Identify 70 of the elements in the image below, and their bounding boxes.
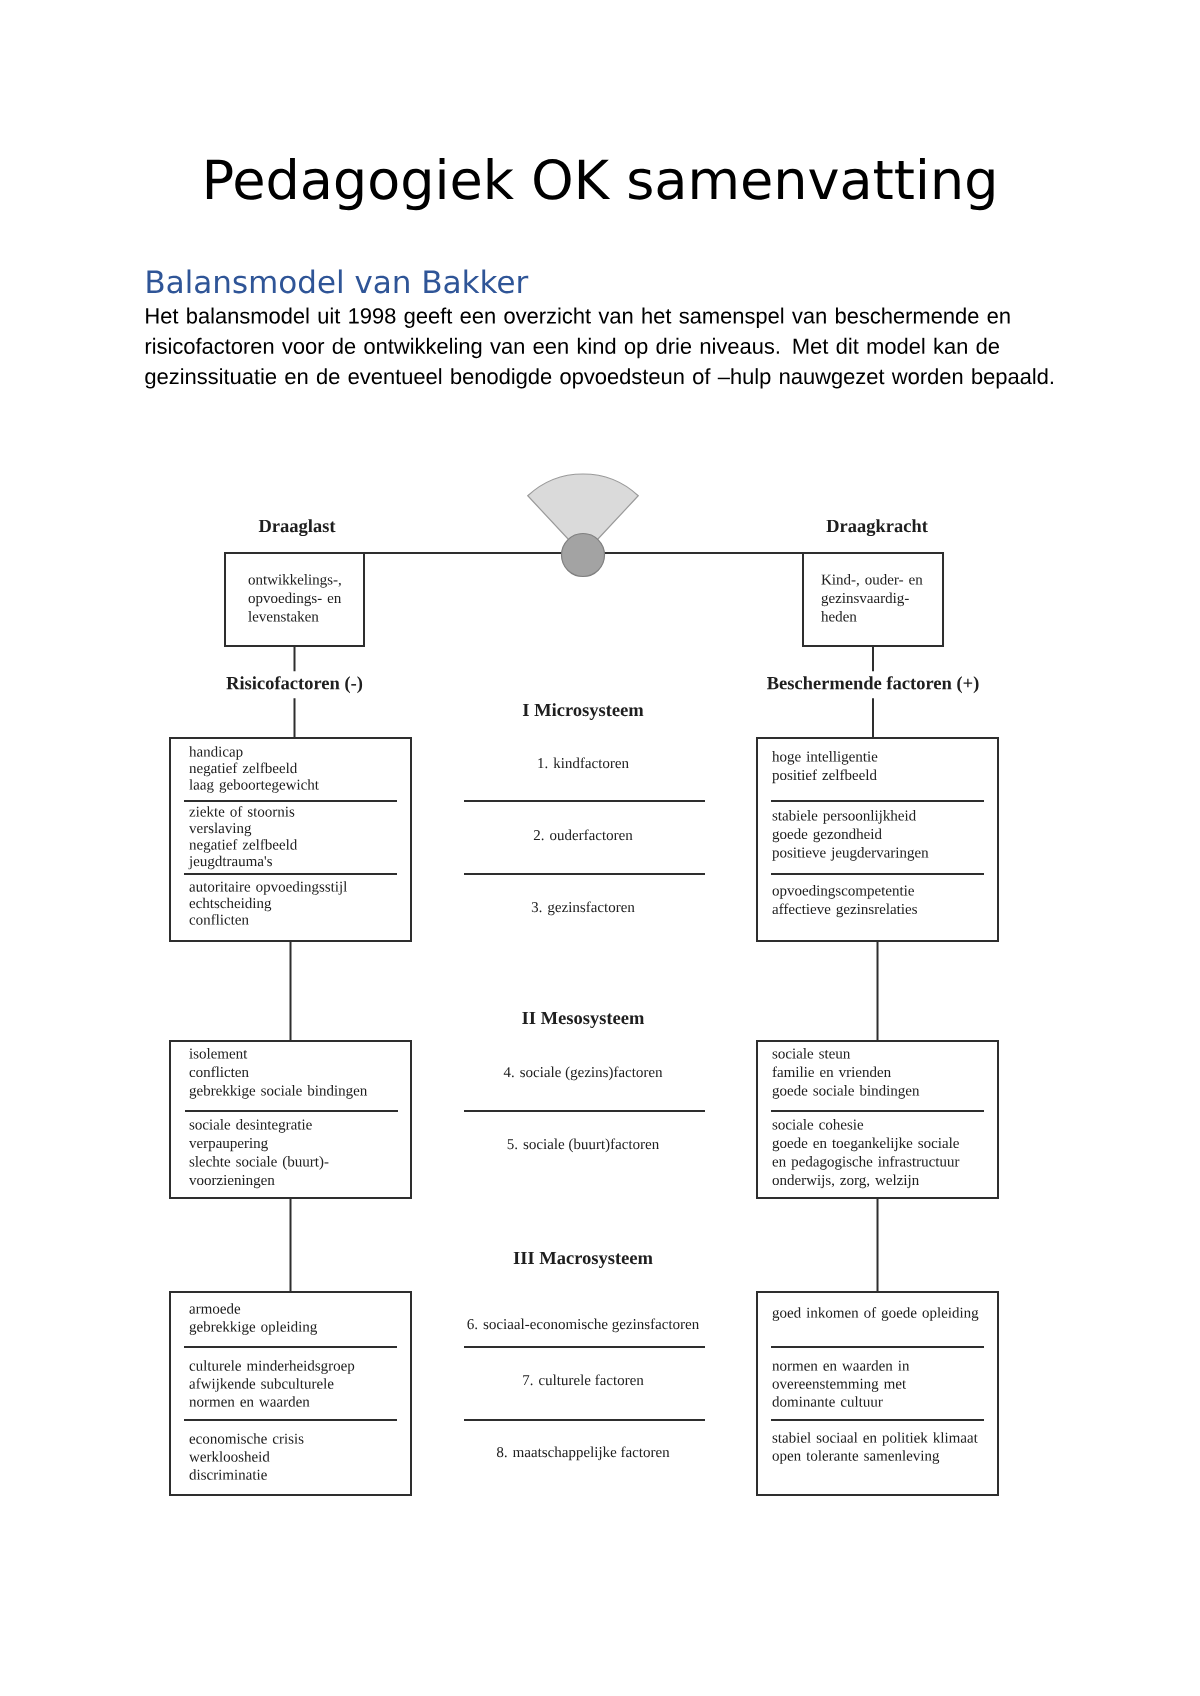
level-heading: I Microsysteem (522, 703, 644, 720)
intro-paragraph: Het balansmodel uit 1998 geeft een overzicht van het samenspel van beschermende en risicofactoren voor de ontwikkeling van een kind op drie niveaus. Met dit model kan de gezinssituatie en de eventueel benodigde opvoedsteun of –hulp nauwgezet worden bepaald. (145, 307, 1053, 389)
list-item: opvoedingscompetentie (772, 885, 914, 899)
factor-box (169, 1040, 412, 1199)
factor-label: 1. kindfactoren (538, 757, 629, 769)
list-item: familie en vrienden (772, 1066, 891, 1078)
factor-label: 2. ouderfactoren (533, 829, 633, 841)
factor-box (756, 1291, 999, 1496)
factor-label: 4. sociale (gezins)factoren (503, 1066, 663, 1081)
column-heading: Draaglast (258, 519, 336, 537)
list-item: slechte sociale (buurt)- voorzieningen (189, 1156, 329, 1189)
list-item: hoge intelligentie (772, 751, 878, 765)
list-item: goede sociale bindingen (772, 1085, 920, 1099)
list-item: sociale desintegratie (189, 1119, 312, 1133)
box-text: Kind-, ouder- en gezinsvaardig- heden (821, 574, 923, 622)
list-item: laag geboortegewicht (189, 779, 319, 793)
list-item: gebrekkige opleiding (189, 1321, 318, 1335)
connector-line (289, 940, 292, 1042)
level-heading: II Mesosysteem (522, 1011, 645, 1028)
box-text: ontwikkelings-, opvoedings- en levenstaken (248, 574, 342, 622)
list-item: positieve jeugdervaringen (772, 847, 929, 861)
list-item: positief zelfbeeld (772, 769, 877, 784)
page-title: Pedagogiek OK samenvatting (206, 157, 994, 211)
list-item: stabiele persoonlijkheid (772, 810, 916, 824)
edge-label: Beschermende factoren (+) (761, 671, 985, 699)
edge-label: Risicofactoren (-) (221, 671, 368, 699)
connector-line (876, 1197, 879, 1293)
list-item: echtscheiding (189, 897, 272, 912)
list-item: armoede (189, 1303, 241, 1314)
list-item: normen en waarden in overeenstemming met dominante cultuur (772, 1360, 910, 1407)
factor-box (756, 1040, 999, 1199)
section-heading: Balansmodel van Bakker (147, 269, 529, 294)
factor-label: 3. gezinsfactoren (531, 901, 635, 916)
factor-label: 6. sociaal-economische gezinsfactoren (467, 1318, 699, 1333)
level-heading: III Macrosysteem (513, 1251, 653, 1268)
factor-box (756, 737, 999, 942)
list-item: conflicten (189, 914, 249, 925)
list-item: jeugdtrauma's (188, 855, 272, 870)
list-item: verpaupering (189, 1138, 268, 1152)
factor-label: 7. culturele factoren (523, 1374, 644, 1386)
connector-line (289, 1197, 292, 1293)
list-item: negatief zelfbeeld (189, 762, 298, 777)
list-item: culturele minderheidsgroep (189, 1360, 355, 1374)
factor-box (169, 737, 412, 942)
list-item: conflicten (189, 1066, 249, 1078)
list-item: affectieve gezinsrelaties (772, 903, 917, 918)
balance-beam (363, 552, 804, 554)
list-item: handicap (189, 746, 243, 760)
list-item: goede gezondheid (772, 828, 882, 843)
factor-box (169, 1291, 412, 1496)
list-item: ziekte of stoornis (189, 806, 295, 817)
list-item: sociale steun (772, 1048, 851, 1059)
list-item: werkloosheid (189, 1451, 270, 1462)
list-item: autoritaire opvoedingsstijl (189, 881, 347, 895)
column-heading: Draagkracht (826, 519, 928, 537)
list-item: economische crisis (189, 1433, 304, 1444)
list-item: onderwijs, zorg, welzijn (772, 1174, 919, 1189)
list-item: afwijkende subculturele normen en waarden (189, 1378, 334, 1407)
list-item: goed inkomen of goede opleiding (772, 1307, 979, 1321)
list-item: gebrekkige sociale bindingen (189, 1085, 368, 1099)
list-item: isolement (189, 1048, 248, 1059)
list-item: negatief zelfbeeld (189, 839, 298, 853)
list-item: sociale cohesie (772, 1119, 864, 1130)
list-item: stabiel sociaal en politiek klimaat (772, 1432, 978, 1446)
list-item: open tolerante samenleving (772, 1450, 940, 1464)
factor-label: 5. sociale (buurt)factoren (507, 1138, 659, 1153)
list-item: discriminatie (189, 1469, 267, 1480)
factor-label: 8. maatschappelijke factoren (496, 1446, 670, 1461)
list-item: verslaving (189, 822, 252, 837)
connector-line (876, 940, 879, 1042)
